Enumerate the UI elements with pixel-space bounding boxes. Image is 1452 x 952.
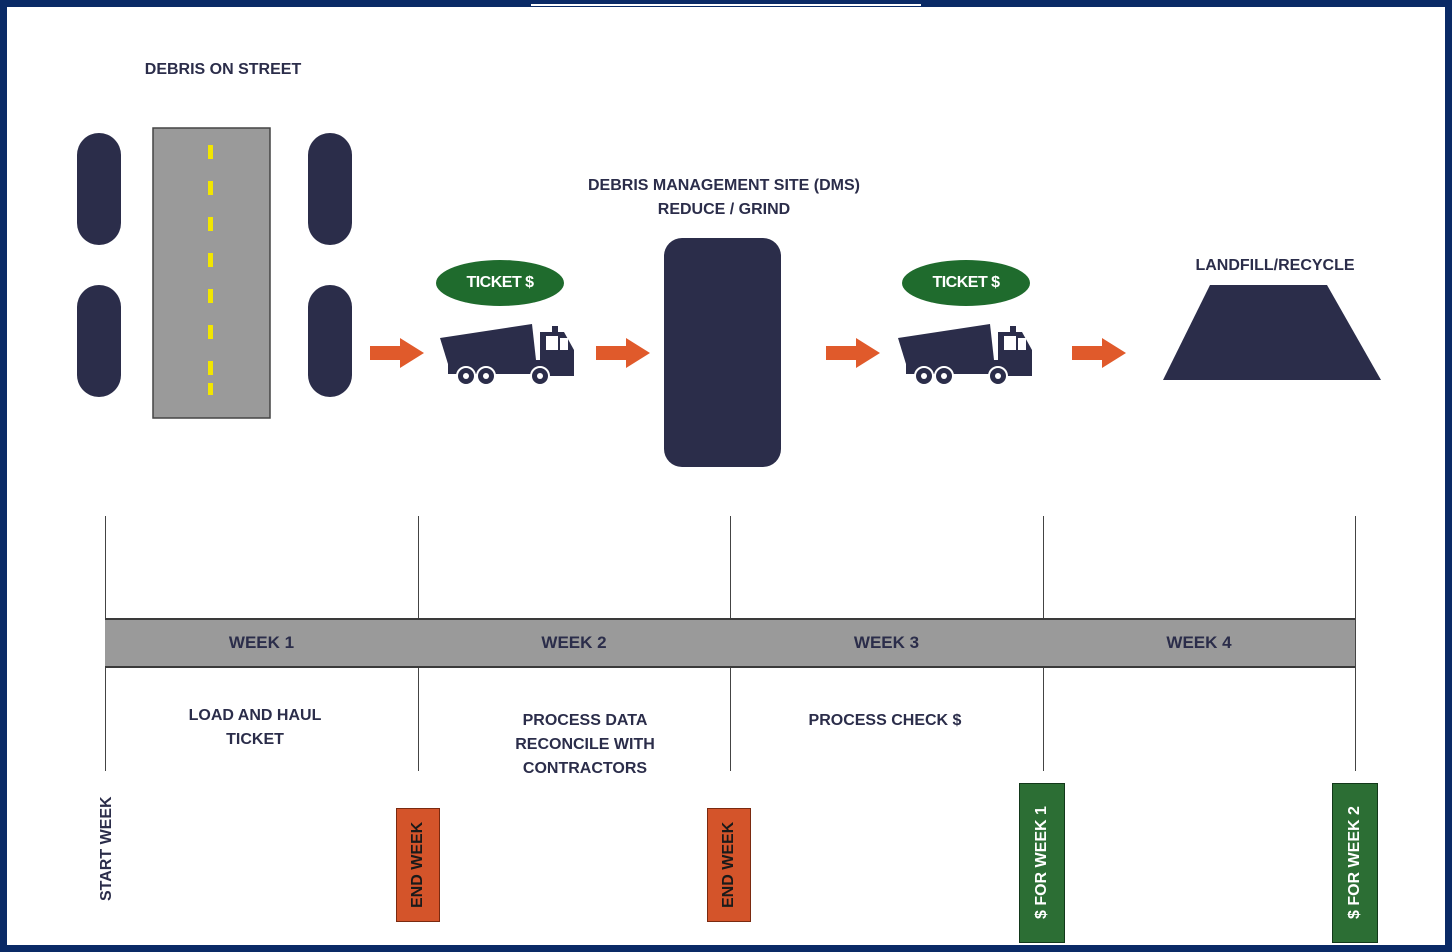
dms-label-line1: DEBRIS MANAGEMENT SITE (DMS): [588, 177, 860, 194]
week-band: WEEK 1 WEEK 2 WEEK 3 WEEK 4: [105, 618, 1355, 668]
debris-pile: [77, 133, 121, 245]
week2-note-line: RECONCILE WITH: [515, 736, 655, 753]
week-2-label: WEEK 2: [541, 633, 607, 652]
debris-pile: [308, 133, 352, 245]
ticket-badge: TICKET $: [436, 260, 564, 306]
week-4-label: WEEK 4: [1166, 633, 1232, 652]
ticket-badge: TICKET $: [902, 260, 1030, 306]
week1-note-line: LOAD AND HAUL: [188, 707, 322, 724]
dms-site-block: [664, 238, 781, 467]
landfill-label: LANDFILL/RECYCLE: [1195, 257, 1355, 274]
end-week-tag: END WEEK: [707, 808, 751, 922]
debris-pile: [77, 285, 121, 397]
week3-note: PROCESS CHECK $: [770, 709, 1000, 733]
arrow-icon: [596, 338, 650, 368]
start-week-marker: START WEEK: [98, 796, 115, 902]
debris-pile: [308, 285, 352, 397]
dump-truck-icon: [898, 324, 1032, 386]
week1-note-line: TICKET: [226, 731, 284, 748]
week3-note-line: PROCESS CHECK $: [808, 712, 962, 729]
title-underline: [531, 4, 921, 6]
landfill-shape: [1163, 285, 1381, 380]
payment-week-2-tag: $ FOR WEEK 2: [1332, 783, 1378, 943]
payment-week-1-tag: $ FOR WEEK 1: [1019, 783, 1065, 943]
week2-note: PROCESS DATA RECONCILE WITH CONTRACTORS: [470, 709, 700, 781]
week1-note: LOAD AND HAUL TICKET: [140, 704, 370, 752]
week2-note-line: PROCESS DATA: [522, 712, 648, 729]
week2-note-line: CONTRACTORS: [522, 760, 648, 777]
debris-on-street-label: DEBRIS ON STREET: [144, 61, 302, 78]
week-1-label: WEEK 1: [228, 633, 295, 652]
dms-label-line2: REDUCE / GRIND: [657, 201, 791, 218]
road-center-line: [208, 145, 213, 395]
week-3-label: WEEK 3: [853, 633, 920, 652]
dump-truck-icon: [440, 324, 574, 386]
end-week-tag: END WEEK: [396, 808, 440, 922]
arrow-icon: [1072, 338, 1126, 368]
arrow-icon: [826, 338, 880, 368]
timeline-divider: [1355, 516, 1356, 771]
arrow-icon: [370, 338, 424, 368]
